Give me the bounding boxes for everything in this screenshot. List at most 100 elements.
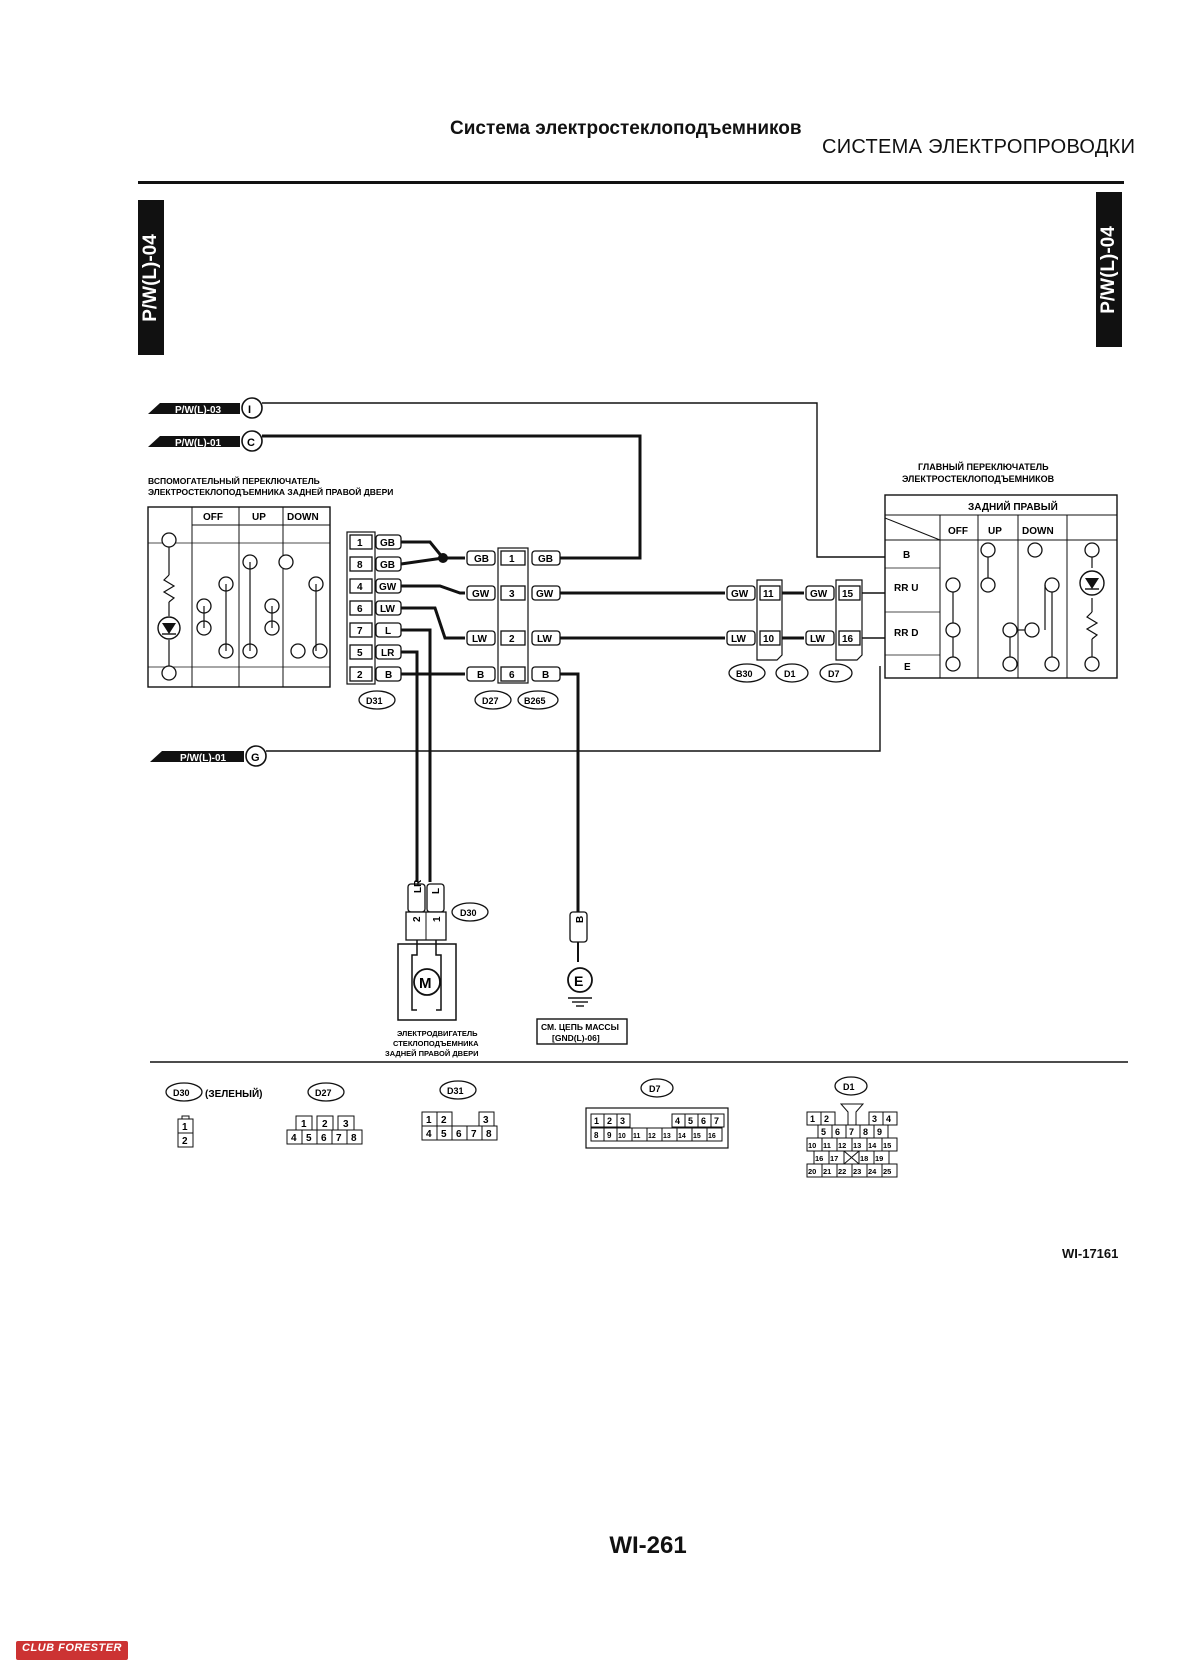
diagram-code: WI-17161 [1062, 1246, 1119, 1261]
svg-text:7: 7 [471, 1129, 477, 1140]
svg-text:LW: LW [810, 634, 826, 645]
svg-text:11: 11 [823, 1141, 831, 1150]
svg-text:16: 16 [708, 1133, 716, 1140]
svg-text:L: L [431, 888, 442, 894]
svg-text:6: 6 [456, 1129, 462, 1140]
svg-text:B: B [542, 670, 549, 681]
svg-text:1: 1 [182, 1122, 188, 1133]
svg-text:2: 2 [182, 1136, 188, 1147]
d27-tag: D27 [482, 696, 499, 706]
wire-ref-i [262, 402, 885, 558]
page-number: WI-261 [609, 1532, 687, 1559]
svg-text:GB: GB [380, 560, 395, 571]
svg-text:D30: D30 [173, 1088, 190, 1098]
svg-text:1: 1 [432, 916, 443, 922]
svg-text:GW: GW [472, 589, 490, 600]
svg-text:LR: LR [413, 879, 424, 893]
main-switch-row-b: B [903, 550, 910, 561]
svg-text:13: 13 [853, 1141, 861, 1150]
svg-text:23: 23 [853, 1167, 861, 1176]
svg-text:GW: GW [810, 589, 828, 600]
svg-text:2: 2 [441, 1115, 447, 1126]
svg-text:LW: LW [380, 604, 396, 615]
ref-arrow-g[interactable]: P/W(L)-01 G [150, 745, 267, 767]
svg-text:8: 8 [357, 560, 363, 571]
svg-text:[GND(L)-06]: [GND(L)-06] [552, 1033, 600, 1043]
svg-text:8: 8 [594, 1131, 599, 1140]
ground-point[interactable]: B E СМ. ЦЕПЬ МАССЫ [GND(L)-06] [536, 911, 628, 1045]
connector-b30: GW LW 11 10 GW LW 15 16 B30 D1 D7 [726, 579, 863, 683]
svg-text:21: 21 [823, 1167, 831, 1176]
svg-text:1: 1 [810, 1114, 815, 1124]
svg-text:2: 2 [509, 634, 515, 645]
svg-text:4: 4 [426, 1129, 432, 1140]
ref-arrow-i-letter: I [248, 404, 251, 416]
svg-text:LW: LW [472, 634, 488, 645]
d31-tag: D31 [366, 696, 383, 706]
svg-text:24: 24 [868, 1167, 877, 1176]
svg-text:9: 9 [607, 1131, 612, 1140]
main-switch-subtitle: ЗАДНИЙ ПРАВЫЙ [968, 500, 1058, 513]
svg-text:9: 9 [877, 1127, 882, 1137]
wires-d27-b30 [560, 591, 725, 912]
sub-switch-col-up: UP [252, 512, 266, 523]
wire-ref-c [262, 434, 642, 560]
svg-text:6: 6 [701, 1116, 706, 1126]
svg-text:5: 5 [441, 1129, 447, 1140]
svg-text:10: 10 [763, 634, 775, 645]
svg-text:LW: LW [537, 634, 553, 645]
connector-view-d7: D7 1 2 3 4 5 6 7 8 9 10 11 12 13 14 15 1… [585, 1078, 729, 1149]
svg-text:D27: D27 [315, 1088, 332, 1098]
ref-arrow-c[interactable]: P/W(L)-01 C [148, 430, 263, 452]
svg-text:5: 5 [357, 648, 363, 659]
svg-text:7: 7 [849, 1127, 854, 1137]
ground-icon: E [574, 973, 583, 989]
main-switch-box: ЗАДНИЙ ПРАВЫЙ OFF UP DOWN B RR U RR D E [884, 494, 1118, 679]
svg-text:ЭЛЕКТРОДВИГАТЕЛЬ: ЭЛЕКТРОДВИГАТЕЛЬ [397, 1029, 478, 1038]
d1-tag: D1 [784, 669, 796, 679]
svg-text:8: 8 [351, 1133, 357, 1144]
svg-text:6: 6 [321, 1133, 327, 1144]
motor-assembly[interactable]: LR L 2 1 D30 M ЭЛЕКТРОДВИГАТЕЛЬ СТЕКЛОПО… [385, 879, 489, 1058]
d31-pin-row: 5 LR [349, 644, 402, 660]
svg-text:3: 3 [872, 1114, 877, 1124]
svg-text:2: 2 [607, 1116, 612, 1126]
svg-text:1: 1 [509, 554, 515, 565]
d31-pin-row: 8 GB [349, 556, 402, 572]
svg-text:3: 3 [483, 1115, 489, 1126]
main-switch-col-off: OFF [948, 526, 968, 537]
svg-text:4: 4 [886, 1114, 891, 1124]
svg-text:2: 2 [357, 670, 363, 681]
svg-text:D1: D1 [843, 1082, 855, 1092]
right-page-tab: P/W(L)-04 [1096, 192, 1122, 347]
svg-text:11: 11 [633, 1133, 641, 1140]
svg-text:7: 7 [336, 1133, 342, 1144]
brand-watermark[interactable]: CLUB FORESTER [16, 1641, 128, 1660]
svg-text:7: 7 [357, 626, 363, 637]
svg-text:1: 1 [357, 538, 363, 549]
sub-switch-title-1: ВСПОМОГАТЕЛЬНЫЙ ПЕРЕКЛЮЧАТЕЛЬ [148, 475, 320, 486]
sub-switch-box: OFF UP DOWN [147, 506, 331, 688]
svg-text:D31: D31 [447, 1086, 464, 1096]
connector-d27: GB GW LW B 1 3 2 6 GB GW LW B D27 B265 [466, 547, 561, 710]
ref-arrow-g-label: P/W(L)-01 [180, 753, 227, 764]
svg-text:13: 13 [663, 1133, 671, 1140]
svg-text:5: 5 [306, 1133, 312, 1144]
ref-arrow-i-label: P/W(L)-03 [175, 405, 222, 416]
svg-text:8: 8 [863, 1127, 868, 1137]
main-switch-title-2: ЭЛЕКТРОСТЕКЛОПОДЪЕМНИКОВ [902, 474, 1055, 484]
svg-text:GW: GW [536, 589, 554, 600]
svg-text:25: 25 [883, 1167, 891, 1176]
svg-text:LR: LR [381, 648, 395, 659]
d31-pin-row: 1 GB [349, 534, 402, 550]
svg-text:6: 6 [357, 604, 363, 615]
d7-tag: D7 [828, 669, 840, 679]
svg-text:6: 6 [509, 670, 515, 681]
main-switch-row-rru: RR U [894, 583, 918, 594]
ref-arrow-i[interactable]: P/W(L)-03 I [148, 397, 263, 419]
d31-pin-row: 7 L [349, 622, 402, 638]
d31-pin-row: 6 LW [349, 600, 402, 616]
svg-text:3: 3 [343, 1119, 349, 1130]
svg-text:7: 7 [714, 1116, 719, 1126]
